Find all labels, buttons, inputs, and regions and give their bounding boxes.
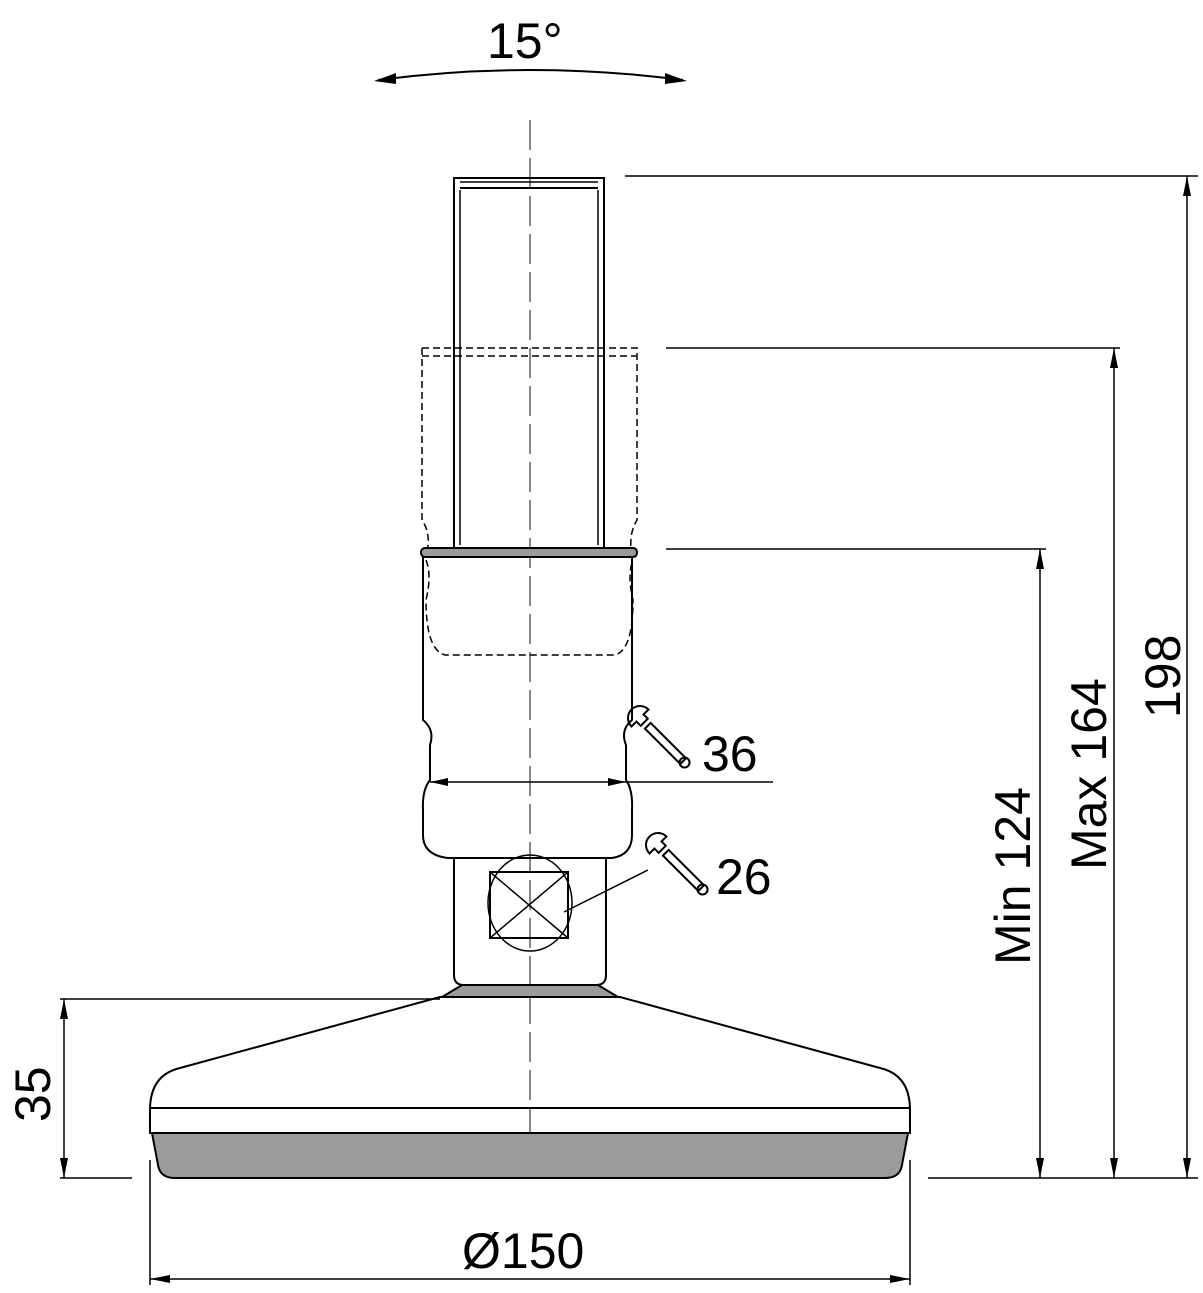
ball-joint-cap [438, 984, 622, 998]
dim-max-height [666, 347, 1120, 1178]
wrench-26-label: 26 [716, 849, 772, 905]
total-height-label: 198 [1135, 635, 1191, 718]
rubber-pad [150, 1132, 910, 1179]
lock-ring [420, 547, 638, 558]
min-height-label: Min 124 [985, 787, 1041, 965]
dim-base-height [60, 998, 440, 1179]
swivel-angle-label: 15° [487, 13, 563, 69]
base-plate [149, 996, 911, 1134]
dim-diameter [149, 1160, 911, 1285]
diameter-label: Ø150 [462, 1223, 584, 1279]
wrench-icon [627, 705, 691, 769]
wrench-icon [645, 832, 709, 896]
swivel-angle-arc [374, 69, 687, 84]
base-height-label: 35 [5, 1066, 61, 1122]
hex-neck [453, 854, 649, 986]
nut-housing [421, 557, 634, 859]
wrench-36-label: 36 [702, 726, 758, 782]
max-height-label: Max 164 [1061, 678, 1117, 870]
dim-total-height [625, 175, 1198, 1178]
dim-min-height [666, 548, 1046, 1178]
